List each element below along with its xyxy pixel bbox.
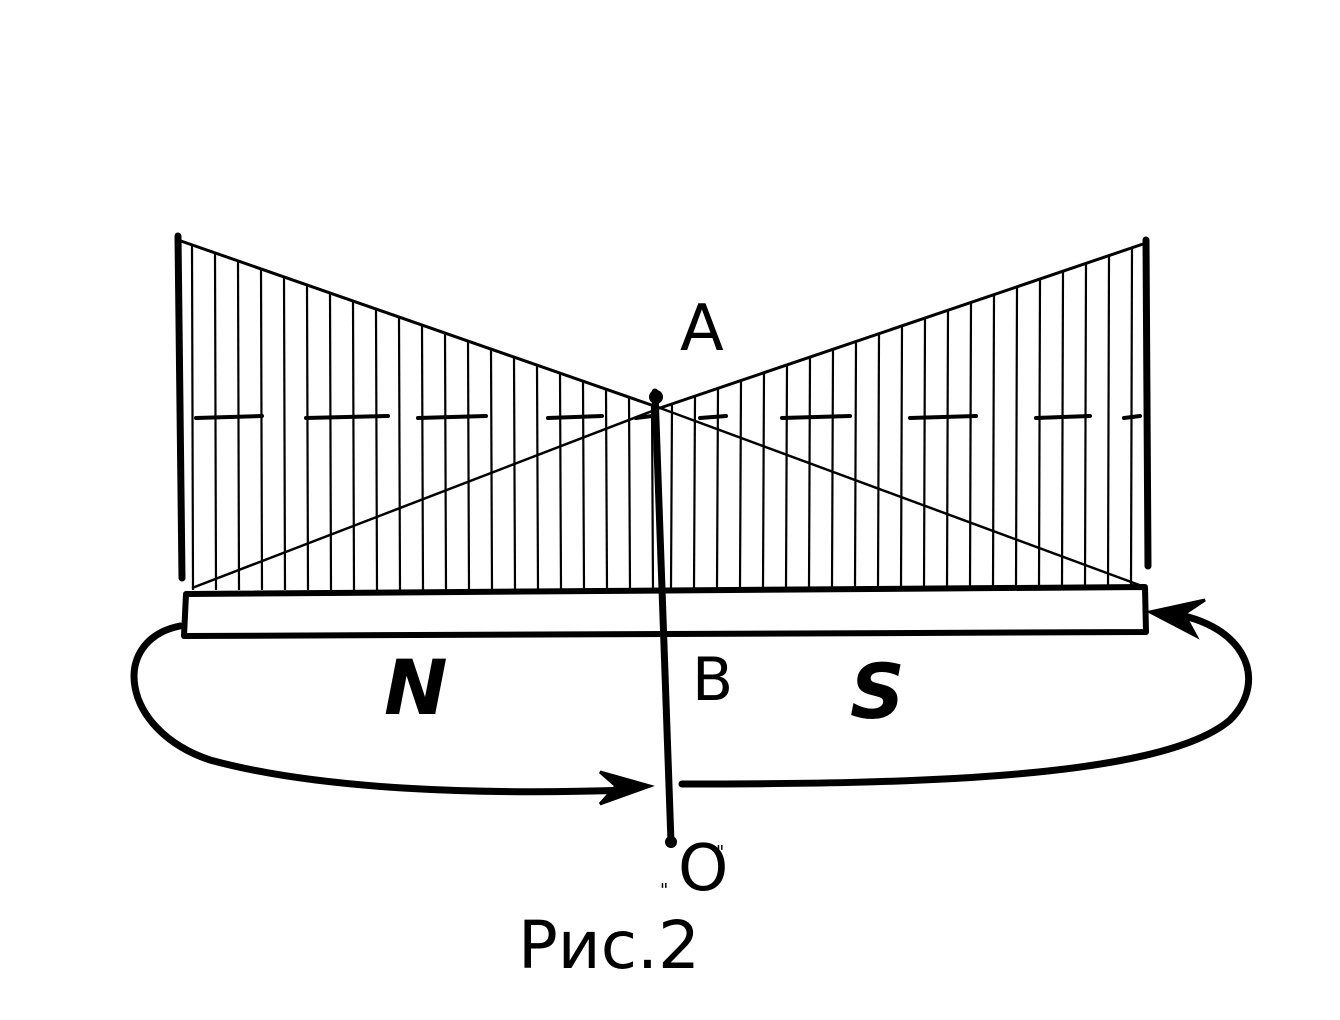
right-upper-boundary — [659, 241, 1147, 410]
right-edge-line — [1142, 236, 1152, 570]
hatch-line — [328, 292, 333, 591]
tick-mark — [634, 414, 654, 420]
hatch-line — [535, 365, 540, 591]
point-a-label: A — [680, 292, 724, 366]
figure-caption: Рис.2 — [518, 907, 700, 984]
right-field-hatching — [669, 247, 1134, 589]
hatch-line — [190, 244, 195, 591]
tick-mark — [416, 414, 488, 420]
hatch-line — [922, 318, 927, 589]
hatch-line — [1014, 286, 1019, 589]
point-a-dot — [649, 390, 663, 404]
hatch-line — [968, 302, 973, 589]
hatch-line — [604, 389, 609, 591]
hatch-line — [1037, 278, 1042, 589]
hatch-line — [1060, 271, 1065, 589]
hatch-line — [650, 405, 655, 591]
hatch-line — [558, 373, 563, 591]
hatch-line — [1106, 255, 1111, 589]
hatch-line — [213, 252, 218, 591]
field-loop-left — [130, 622, 634, 796]
hatch-line — [945, 310, 950, 589]
hatch-line — [374, 309, 379, 591]
right-arrow-icon — [1145, 598, 1206, 640]
prime-mark-left: " — [660, 880, 668, 901]
hatch-line — [738, 380, 743, 589]
bottom-arrow-icon — [598, 770, 655, 806]
field-loop-right — [678, 608, 1253, 788]
right-lower-diagonal — [659, 406, 1143, 588]
hatch-line — [899, 325, 904, 589]
hatch-line — [512, 357, 517, 591]
hatch-line — [807, 357, 812, 589]
tick-mark — [546, 414, 604, 420]
hatch-line — [420, 325, 425, 591]
field-tick-marks — [194, 414, 1142, 420]
hatch-line — [761, 372, 766, 589]
hatch-line — [282, 276, 287, 591]
point-o-label: O — [678, 832, 728, 906]
left-upper-boundary — [177, 238, 661, 410]
hatch-line — [853, 341, 858, 589]
hatch-line — [715, 388, 720, 589]
tick-mark — [1122, 414, 1142, 420]
point-o-dot — [665, 836, 677, 848]
left-lower-diagonal — [191, 406, 661, 590]
hatch-line — [991, 294, 996, 589]
tick-mark — [908, 414, 978, 420]
hatch-line — [876, 333, 881, 589]
hatch-line — [784, 364, 789, 589]
hatch-line — [692, 396, 697, 589]
hatch-line — [443, 333, 448, 591]
point-b-label: B — [692, 645, 733, 715]
north-pole-label: N — [384, 643, 448, 732]
hatch-line — [466, 341, 471, 591]
south-pole-label: S — [850, 647, 905, 736]
tick-mark — [194, 414, 264, 420]
hatch-line — [1083, 263, 1088, 589]
hatch-line — [581, 381, 586, 591]
tick-mark — [304, 414, 390, 420]
left-edge-line — [174, 232, 186, 582]
hatch-line — [259, 268, 264, 591]
hatch-line — [397, 317, 402, 591]
prime-mark-right: " — [716, 842, 724, 863]
hatch-line — [351, 300, 356, 591]
axis-line — [651, 388, 675, 846]
tick-mark — [780, 414, 852, 420]
hatch-line — [627, 397, 632, 591]
tick-mark — [1034, 414, 1092, 420]
hatch-line — [305, 284, 310, 591]
hatch-line — [669, 403, 674, 589]
hatch-line — [830, 349, 835, 589]
left-field-hatching — [190, 244, 655, 591]
hatch-line — [489, 349, 494, 591]
tick-mark — [698, 414, 728, 420]
hatch-line — [236, 260, 241, 591]
